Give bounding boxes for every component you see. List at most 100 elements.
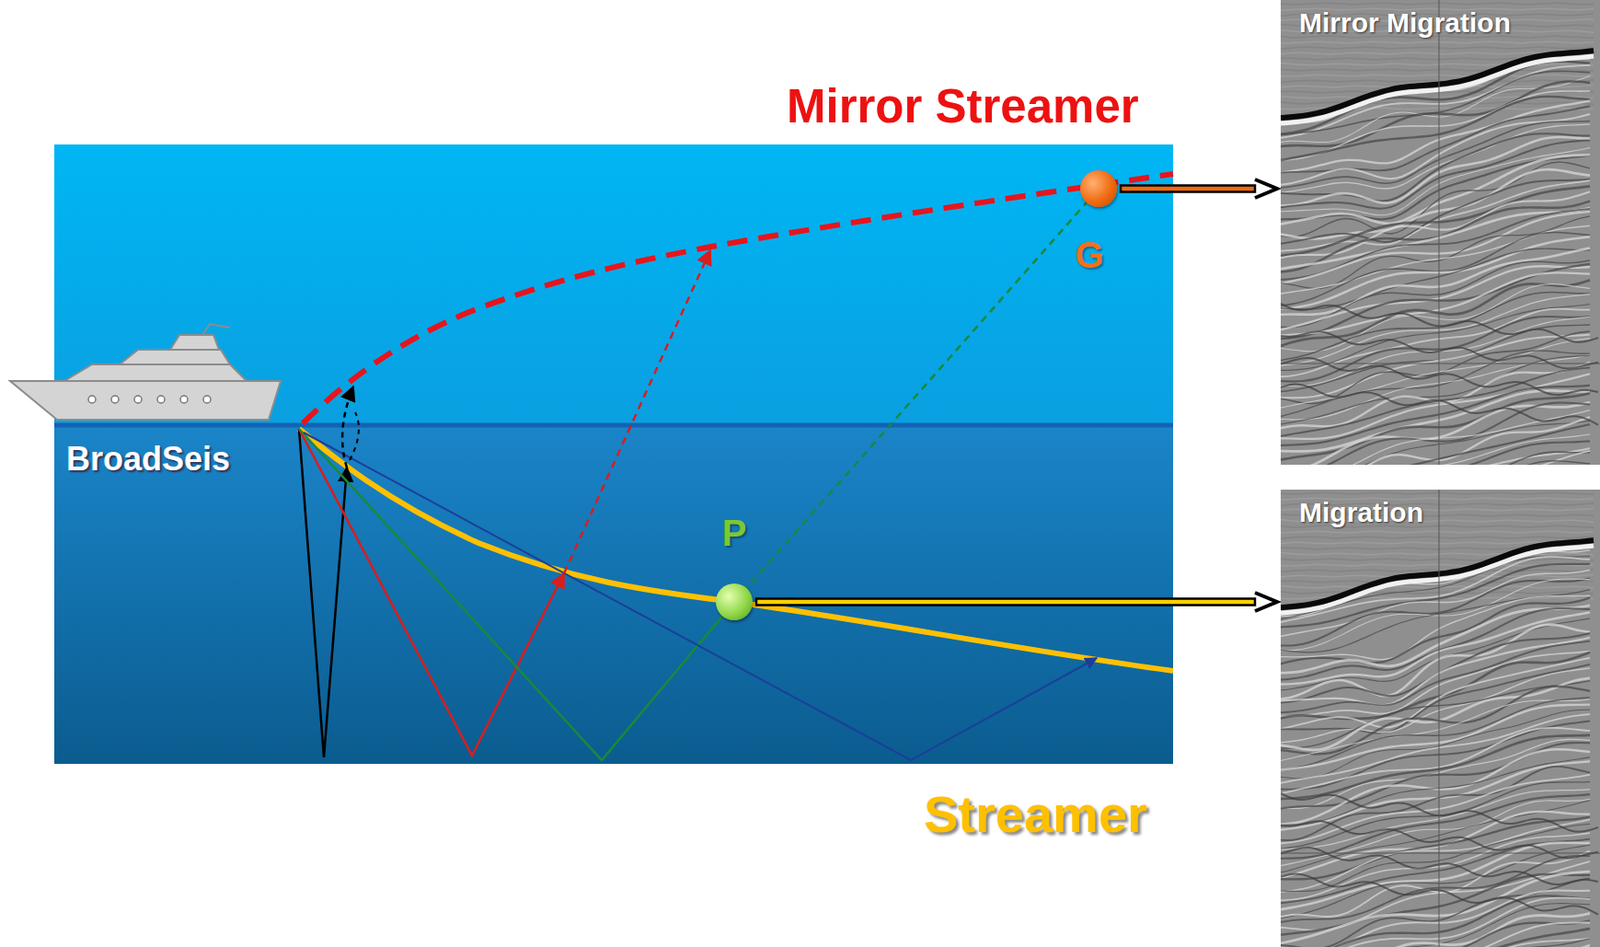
ray-path bbox=[299, 428, 735, 760]
seismic-reflector bbox=[1280, 657, 1590, 729]
seismic-reflector bbox=[1280, 944, 1590, 947]
seismic-reflector bbox=[1280, 748, 1590, 824]
seismic-noise bbox=[1280, 41, 1594, 44]
seismic-reflector bbox=[1280, 416, 1590, 465]
ship-cabin bbox=[119, 349, 231, 365]
seismic-reflector bbox=[1280, 434, 1590, 465]
mirror-streamer bbox=[302, 173, 1174, 424]
seismic-reflector bbox=[1280, 121, 1590, 188]
seismic-reflector bbox=[1280, 652, 1590, 719]
ship-label: BroadSeis bbox=[66, 439, 231, 479]
seismic-reflector bbox=[1280, 392, 1590, 460]
seismic-reflector bbox=[1280, 410, 1590, 465]
grid-line bbox=[1280, 852, 1600, 854]
streamer-label: Streamer bbox=[923, 783, 1148, 844]
porthole bbox=[111, 395, 119, 403]
porthole bbox=[134, 395, 142, 403]
mirror-ray bbox=[734, 195, 1094, 602]
receiver-dot: P bbox=[715, 583, 753, 621]
receiver-dot: G bbox=[1080, 170, 1117, 208]
arrow-shaft bbox=[1120, 185, 1255, 193]
water-region bbox=[54, 425, 1174, 764]
sea-surface bbox=[54, 423, 1174, 428]
point-letter: P bbox=[722, 512, 748, 554]
seismic-noise bbox=[1280, 74, 1594, 77]
seismic-noise bbox=[1280, 530, 1594, 533]
mirror-ray bbox=[564, 250, 711, 574]
seismic-ground bbox=[1280, 489, 1600, 947]
ship-bridge bbox=[170, 334, 219, 350]
ray-path bbox=[303, 432, 1097, 760]
seismic-reflector bbox=[1280, 577, 1590, 645]
seismic-reflector bbox=[1280, 191, 1590, 258]
seismic-reflector bbox=[1280, 424, 1590, 465]
seismic-reflector bbox=[1280, 450, 1590, 465]
porthole bbox=[157, 395, 165, 403]
seismic-ground bbox=[1280, 0, 1600, 465]
seismic-reflector bbox=[1280, 169, 1590, 239]
porthole bbox=[180, 395, 188, 403]
seismic-noise bbox=[1280, 63, 1594, 67]
seismic-noise bbox=[1280, 591, 1594, 595]
seismic-reflector bbox=[1280, 448, 1590, 465]
grid-line bbox=[1438, 489, 1440, 947]
title-label: Mirror Streamer bbox=[786, 79, 1140, 134]
seismic-reflector bbox=[1280, 65, 1590, 139]
grid-line bbox=[1438, 0, 1440, 465]
mirror-ray bbox=[349, 412, 359, 461]
porthole bbox=[88, 395, 96, 403]
seismic-reflector bbox=[1280, 70, 1590, 135]
seismic-reflector bbox=[1280, 451, 1590, 465]
seismic-reflector bbox=[1280, 938, 1590, 947]
seismic-reflector bbox=[1280, 817, 1590, 880]
seismic-panel: Mirror Migration bbox=[1280, 0, 1600, 465]
streamer-cable bbox=[299, 428, 1174, 671]
seismic-reflector bbox=[1280, 938, 1590, 947]
seismic-reflector bbox=[1280, 265, 1590, 330]
seismic-reflector bbox=[1280, 774, 1590, 844]
ship-mast bbox=[202, 323, 231, 335]
ship bbox=[10, 323, 281, 420]
seafloor-horizon bbox=[1280, 50, 1594, 118]
flow-arrow bbox=[1120, 179, 1278, 198]
seismic-reflector bbox=[1280, 279, 1590, 346]
seismic-reflector bbox=[1280, 309, 1590, 378]
seismic-reflector bbox=[1280, 921, 1590, 947]
porthole bbox=[203, 395, 211, 403]
seismic-image bbox=[1280, 489, 1600, 947]
seismic-reflector bbox=[1280, 367, 1590, 436]
seismic-reflector bbox=[1280, 697, 1590, 771]
seismic-noise bbox=[1280, 536, 1594, 540]
ship-deck bbox=[64, 364, 247, 381]
seismic-reflector bbox=[1280, 185, 1590, 256]
ray-path bbox=[299, 428, 565, 756]
seismic-noise bbox=[1280, 552, 1594, 556]
point-letter: G bbox=[1074, 234, 1104, 277]
seismic-noise bbox=[1280, 46, 1594, 50]
seismic-noise bbox=[1280, 492, 1594, 495]
seismic-reflector bbox=[1280, 161, 1590, 237]
seismic-reflector bbox=[1280, 284, 1590, 352]
panel-title: Mirror Migration bbox=[1299, 7, 1511, 39]
arrow-head bbox=[1254, 179, 1278, 198]
ray-path bbox=[299, 428, 347, 758]
seismic-image bbox=[1280, 0, 1600, 465]
seismic-noise bbox=[1280, 558, 1594, 561]
seismic-noise bbox=[1280, 2, 1594, 5]
flow-arrow bbox=[756, 592, 1278, 611]
panel-title: Migration bbox=[1299, 496, 1424, 529]
seismic-reflector bbox=[1280, 139, 1590, 208]
arrow-head bbox=[1254, 592, 1278, 611]
mirror-ray bbox=[342, 386, 354, 468]
ship-hull bbox=[10, 380, 281, 420]
seismic-reflector bbox=[1280, 721, 1590, 790]
seismic-reflector bbox=[1280, 460, 1590, 465]
seismic-reflector bbox=[1280, 324, 1590, 392]
grid-line bbox=[1280, 363, 1600, 365]
seafloor-horizon bbox=[1280, 540, 1594, 608]
seismic-panel: Migration bbox=[1280, 489, 1600, 947]
arrow-shaft bbox=[756, 598, 1255, 606]
seismic-reflector bbox=[1280, 928, 1590, 947]
seismic-reflector bbox=[1280, 678, 1590, 750]
